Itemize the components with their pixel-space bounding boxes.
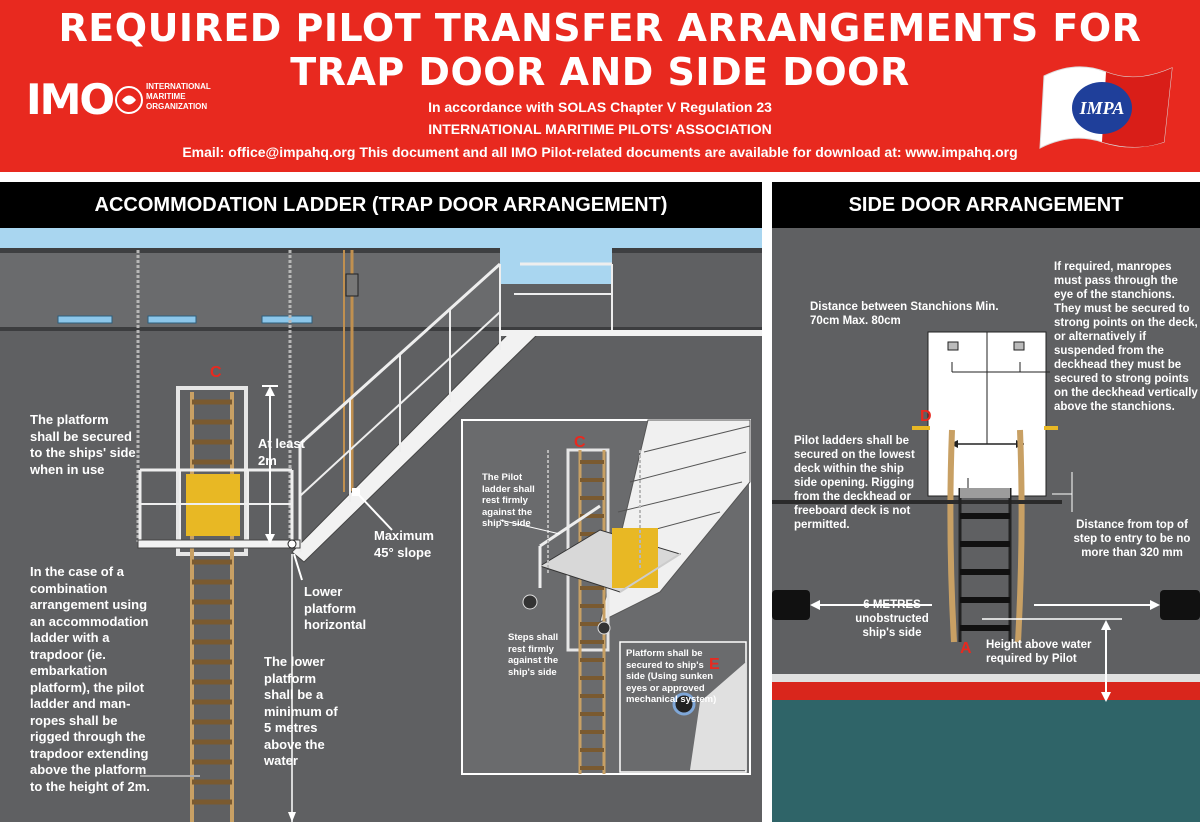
label-c: C: [210, 364, 222, 381]
title-line-1: REQUIRED PILOT TRANSFER ARRANGEMENTS FOR: [58, 6, 1142, 50]
platform-secured-note: The platform shall be secured to the shi…: [30, 412, 136, 477]
inset-pilot-rest-note: The Pilot ladder shall rest firmly again…: [482, 472, 535, 529]
subtitle-impa: INTERNATIONAL MARITIME PILOTS' ASSOCIATI…: [428, 121, 772, 137]
trap-door-heading: ACCOMMODATION LADDER (TRAP DOOR ARRANGEM…: [0, 182, 762, 228]
inset-platform-secured-note: Platform shall be secured to ship's side…: [626, 648, 717, 705]
subtitle-solas: In accordance with SOLAS Chapter V Regul…: [428, 99, 772, 115]
title-line-2: TRAP DOOR AND SIDE DOOR: [290, 50, 910, 94]
trap-door-panel: ACCOMMODATION LADDER (TRAP DOOR ARRANGEM…: [0, 182, 762, 822]
imo-logo: IMO INTERNATIONAL MARITIME ORGANIZATION: [26, 76, 226, 124]
pilot-ladders-note: Pilot ladders shall be secured on the lo…: [794, 435, 915, 531]
inset-label-c: C: [574, 434, 586, 451]
six-metres-label: 6 METRES unobstructed ship's side: [855, 599, 929, 639]
at-least-2m-label: At least 2m: [258, 436, 305, 468]
stanchion-distance-label: Distance between Stanchions Min. 70cm Ma…: [810, 301, 999, 327]
lower-minimum-note: The lower platform shall be a minimum of…: [264, 654, 338, 768]
inset-steps-rest-note: Steps shall rest firmly against the ship…: [508, 632, 559, 678]
imo-org-text: INTERNATIONAL MARITIME ORGANIZATION: [146, 82, 211, 111]
inset-label-e: E: [709, 656, 720, 673]
label-a: A: [960, 640, 972, 657]
side-door-panel: SIDE DOOR ARRANGEMENT: [772, 182, 1200, 822]
impa-logo-text: IMPA: [1079, 98, 1125, 118]
side-door-heading: SIDE DOOR ARRANGEMENT: [772, 182, 1200, 228]
contact-line: Email: office@impahq.org This document a…: [182, 144, 1018, 160]
impa-logo: IMPA: [1036, 56, 1176, 154]
height-above-water-label: Height above water required by Pilot: [986, 639, 1092, 665]
step-entry-note: Distance from top of step to entry to be…: [1073, 519, 1191, 559]
header-banner: REQUIRED PILOT TRANSFER ARRANGEMENTS FOR…: [0, 0, 1200, 172]
max-slope-label: Maximum 45° slope: [374, 528, 434, 560]
trap-door-illustration: [0, 228, 762, 822]
manropes-note: If required, manropes must pass through …: [1054, 261, 1198, 413]
imo-emblem-icon: [115, 86, 143, 114]
lower-platform-label: Lower platform horizontal: [304, 584, 367, 632]
label-d: D: [920, 408, 932, 425]
side-door-illustration: [772, 331, 1200, 822]
imo-logo-text: IMO: [26, 75, 115, 124]
impa-flag-icon: IMPA: [1039, 66, 1173, 149]
combination-note: In the case of a combination arrangement…: [30, 564, 150, 794]
